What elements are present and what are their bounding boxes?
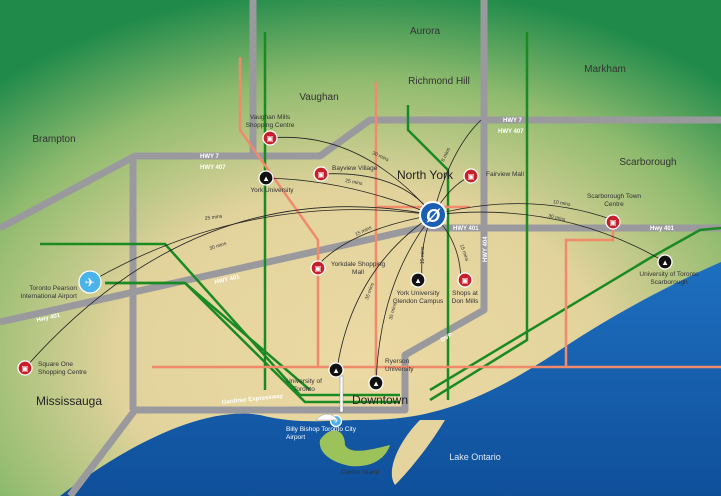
poi-marker-vaughan-mills[interactable]: ▣	[262, 130, 278, 146]
graduation-cap-icon: ▲	[661, 258, 669, 267]
hwy7-label-east: HWY 7	[503, 118, 523, 124]
mins-fairview: 8 mins	[440, 147, 452, 163]
poi-label-yorkdale: Yorkdale Shopping Mall	[330, 261, 386, 276]
city-aurora: Aurora	[410, 26, 440, 37]
poi-marker-don-mills[interactable]: ▣	[457, 272, 473, 288]
poi-label-bayview: Bayview Village	[332, 165, 378, 172]
poi-label-fairview: Fairview Mall	[486, 171, 524, 178]
hwy407-label: HWY 407	[200, 165, 226, 171]
poi-marker-uoft[interactable]: ▲	[328, 362, 344, 378]
shopping-bag-icon: ▣	[467, 172, 474, 181]
poi-marker-fairview[interactable]: ▣	[463, 168, 479, 184]
airplane-icon: ✈	[85, 275, 95, 289]
graduation-cap-icon: ▲	[414, 276, 422, 285]
cn-tower-icon	[339, 375, 344, 413]
airplane-icon: ✈	[333, 418, 338, 425]
poi-marker-circle	[313, 166, 329, 182]
city-downtown: Downtown	[352, 393, 408, 407]
poi-label-square-one: Square One Shopping Centre	[38, 361, 87, 376]
hwy7-label: HWY 7	[200, 154, 220, 160]
dvp-label: DVP	[440, 332, 454, 343]
shopping-bag-icon: ▣	[609, 218, 616, 227]
poi-marker-utsc[interactable]: ▲	[657, 254, 673, 270]
city-richmond-hill: Richmond Hill	[408, 76, 470, 87]
poi-label-billy-bishop: Billy Bishop Toronto City Airport	[286, 426, 356, 441]
poi-marker-circle	[78, 270, 102, 294]
poi-label-york-u: York University	[250, 187, 294, 194]
poi-marker-bayview-village[interactable]: ▣	[313, 166, 329, 182]
city-markham: Markham	[584, 64, 626, 75]
city-north-york: North York	[397, 168, 454, 182]
hwy404-label: HWY 404	[483, 236, 489, 262]
graduation-cap-icon: ▲	[332, 366, 340, 375]
poi-marker-square-one[interactable]: ▣	[17, 360, 33, 376]
poi-marker-circle	[457, 272, 473, 288]
project-logo-icon: Ø	[426, 206, 441, 226]
poi-label-stc: Scarborough Town Centre	[586, 193, 642, 208]
poi-marker-yorkdale[interactable]: ▣	[310, 260, 326, 276]
mins-glendon: 15 mins	[420, 246, 426, 264]
poi-marker-circle	[17, 360, 33, 376]
hwy401-label-east: Hwy 401	[650, 226, 675, 232]
mins-york-u: 25 mins	[345, 178, 364, 187]
leslie-spit	[391, 420, 445, 485]
poi-marker-pearson[interactable]: ✈	[78, 270, 102, 294]
hwy401-label-far-west: Hwy 401	[36, 313, 61, 324]
city-scarborough: Scarborough	[619, 157, 676, 168]
mins-stc: 10 mins	[553, 199, 572, 208]
poi-label-vaughan-mills: Vaughan Mills Shopping Centre	[245, 114, 295, 129]
mins-utsc: 30 mins	[548, 213, 567, 223]
poi-label-utsc: University of Toronto Scarborough	[639, 271, 699, 286]
subway-lines	[152, 57, 721, 380]
poi-label-uoft: University of Toronto	[286, 378, 322, 393]
poi-label-glendon: York University Glendon Campus	[392, 290, 444, 305]
poi-label-pearson: Toronto Pearson International Airport	[20, 285, 77, 300]
poi-marker-circle	[463, 168, 479, 184]
hwy407-label-east: HWY 407	[498, 129, 524, 135]
shopping-bag-icon: ▣	[461, 276, 468, 285]
shopping-bag-icon: ▣	[21, 364, 28, 373]
poi-marker-circle	[410, 272, 426, 288]
poi-marker-circle	[368, 375, 384, 391]
mins-ryerson: 35 mins	[388, 302, 398, 321]
graduation-cap-icon: ▲	[262, 174, 270, 183]
poi-marker-circle	[262, 130, 278, 146]
lake-ontario-water	[60, 262, 721, 496]
toronto-islands	[319, 430, 390, 467]
shopping-bag-icon: ▣	[266, 134, 273, 143]
poi-marker-stc[interactable]: ▣	[605, 214, 621, 230]
shopping-bag-icon: ▣	[314, 264, 321, 273]
stadium-icon	[315, 413, 339, 421]
poi-marker-ryerson[interactable]: ▲	[368, 375, 384, 391]
poi-marker-circle	[328, 362, 344, 378]
mins-don-mills: 15 mins	[458, 244, 470, 263]
city-mississauga: Mississauga	[36, 394, 102, 408]
poi-marker-circle	[605, 214, 621, 230]
poi-label-don-mills: Shops at Don Mills	[451, 290, 479, 305]
lake-ontario-label: Lake Ontario	[449, 452, 501, 462]
mins-uoft: 35 mins	[364, 282, 376, 301]
go-transit-lines	[40, 32, 721, 404]
project-location-marker[interactable]: Ø	[419, 201, 447, 229]
mins-pearson: 25 mins	[204, 214, 223, 222]
graduation-cap-icon: ▲	[372, 379, 380, 388]
hwy401-label-west: HWY 401	[214, 274, 241, 286]
city-vaughan: Vaughan	[299, 92, 338, 103]
poi-marker-circle	[258, 170, 274, 186]
hwy401-label: HWY 401	[453, 226, 479, 232]
poi-marker-circle	[310, 260, 326, 276]
poi-marker-glendon[interactable]: ▲	[410, 272, 426, 288]
centre-island-label: Centre Island	[341, 469, 380, 476]
poi-marker-york-u[interactable]: ▲	[258, 170, 274, 186]
mins-square-one: 30 mins	[209, 241, 228, 252]
poi-label-ryerson: Ryerson University	[385, 358, 414, 373]
city-brampton: Brampton	[32, 134, 75, 145]
poi-marker-circle	[657, 254, 673, 270]
shopping-bag-icon: ▣	[317, 170, 324, 179]
